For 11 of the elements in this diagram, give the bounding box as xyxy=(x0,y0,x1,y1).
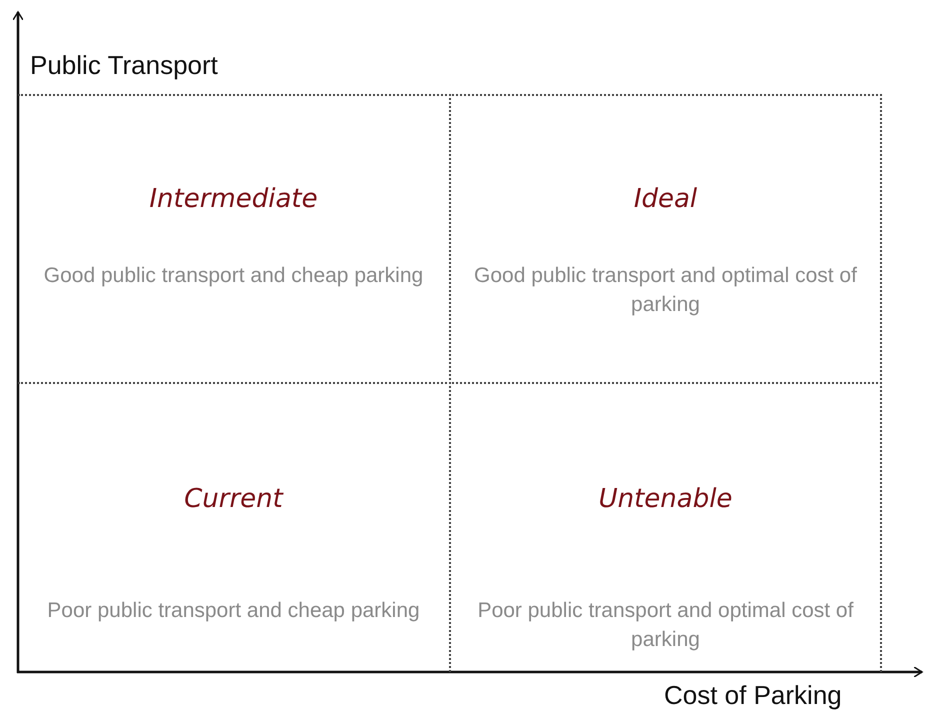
quadrant-description: Poor public transport and optimal cost of parking xyxy=(476,598,854,653)
x-axis-label: Cost of Parking xyxy=(664,680,842,711)
quadrant-description: Good public transport and optimal cost of parking xyxy=(473,263,858,318)
quadrant-description: Good public transport and cheap parking xyxy=(42,263,424,289)
quadrant-heading: Ideal xyxy=(632,184,698,214)
y-axis-label: Public Transport xyxy=(30,50,218,81)
quadrant-heading: Current xyxy=(183,484,284,514)
quadrant-description: Poor public transport and cheap parking xyxy=(46,598,421,624)
quadrant-cell xyxy=(449,382,882,672)
quadrant-heading: Untenable xyxy=(598,484,734,514)
quadrant-heading: Intermediate xyxy=(148,184,319,214)
